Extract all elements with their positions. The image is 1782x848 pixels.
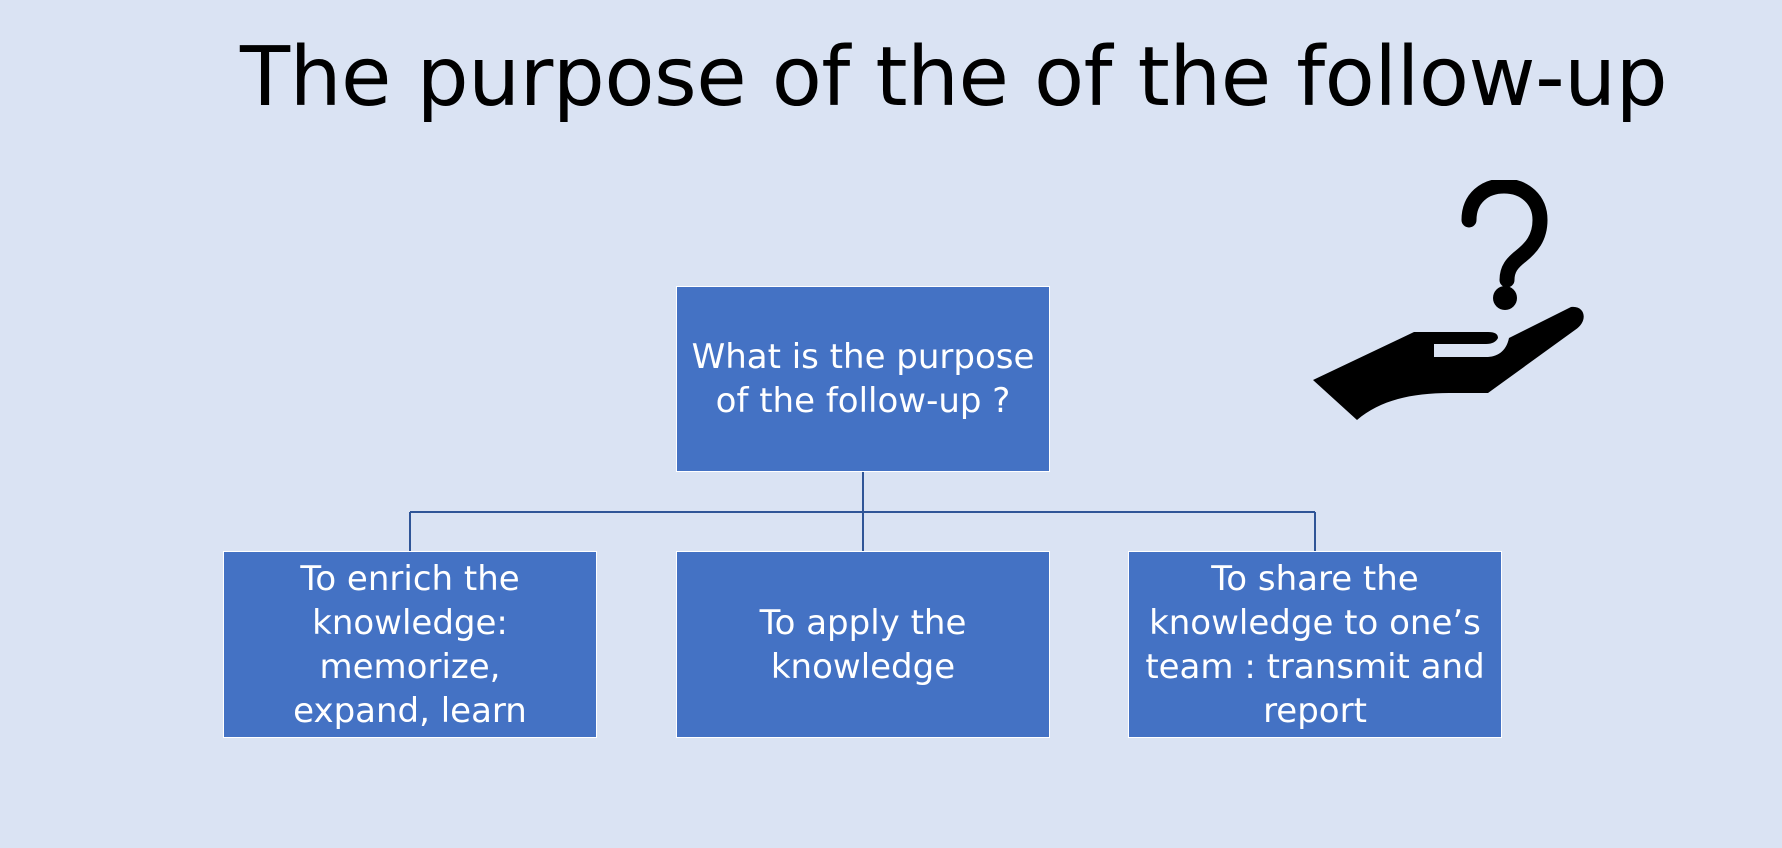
root-node-label: What is the purpose of the follow-up ?: [691, 337, 1035, 421]
child-node-share: To share the knowledge to one’s team : t…: [1128, 551, 1502, 738]
root-node: What is the purpose of the follow-up ?: [676, 286, 1050, 472]
child-node-apply: To apply the knowledge: [676, 551, 1050, 738]
hand-question-icon: [1313, 180, 1584, 420]
child-node-enrich: To enrich the knowledge: memorize, expan…: [223, 551, 597, 738]
child-node-label: To apply the knowledge: [759, 602, 967, 687]
child-node-label: To share the knowledge to one’s team : t…: [1145, 558, 1485, 731]
slide-title: The purpose of the of the follow-up: [240, 30, 1668, 125]
child-node-label: To enrich the knowledge: memorize, expan…: [293, 558, 527, 731]
